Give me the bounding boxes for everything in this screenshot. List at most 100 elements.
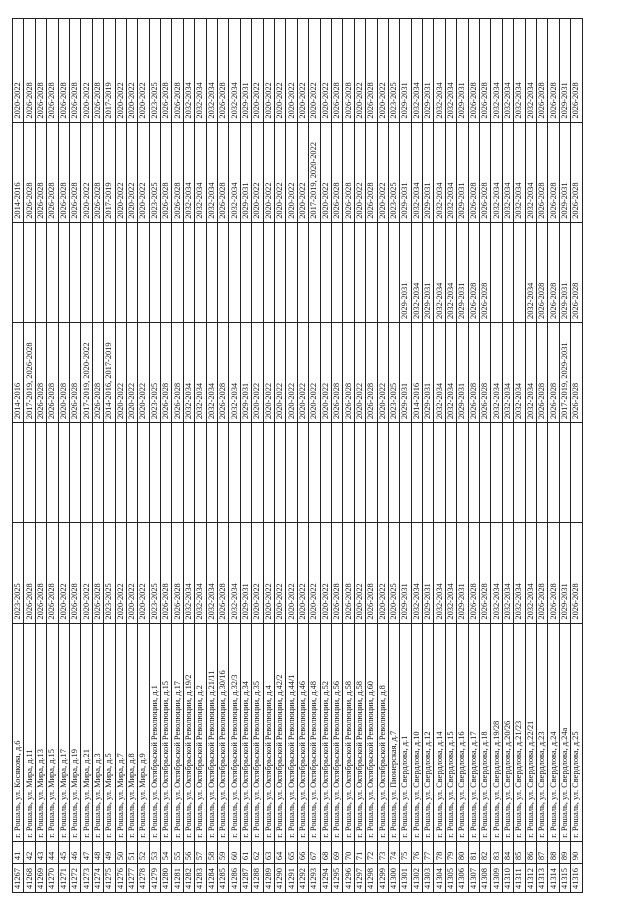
address-cell: г. Рошаль, ул. Октябрьской Революции, д.… xyxy=(228,623,241,842)
period-cell: 2032-2034 xyxy=(206,522,218,624)
period-cell: 2020-2022 xyxy=(297,122,309,223)
period-cell xyxy=(183,422,195,523)
address-cell: г. Рошаль, ул. Мира, д.15 xyxy=(46,623,59,842)
row-id-cell: 41285 xyxy=(217,863,229,893)
row-number-cell: 73 xyxy=(377,841,389,864)
address-cell: г. Рошаль, ул. Мира, д.11 xyxy=(23,623,36,842)
address-cell: г. Рошаль, ул. Октябрьской Революции, д.… xyxy=(274,623,286,842)
period-cell: 2020-2022 xyxy=(137,522,150,624)
period-cell: 2032-2034 xyxy=(490,18,503,123)
address-cell: г. Рошаль, ул. Свердлова, д.17 xyxy=(468,623,480,842)
address-cell: г. Рошаль, ул. Свердлова, д.22/21 xyxy=(525,623,537,842)
address-cell: г. Рошаль, ул. Октябрьской Революции, д.… xyxy=(354,623,366,842)
period-cell: 2026-2028 xyxy=(479,122,491,223)
period-cell: 2032-2034 xyxy=(513,18,526,123)
period-cell: 2026-2028 xyxy=(331,522,343,624)
period-cell xyxy=(354,222,366,323)
row-number-cell: 51 xyxy=(126,841,138,864)
period-cell: 2026-2028 xyxy=(536,122,548,223)
period-cell: 2026-2028 xyxy=(92,122,104,223)
period-cell xyxy=(490,422,503,523)
address-cell: г. Рошаль, ул. Свердлова, д.12 xyxy=(422,623,434,842)
row-id-cell: 41293 xyxy=(308,863,321,893)
period-cell xyxy=(342,422,355,523)
period-cell: 2020-2022 xyxy=(354,122,366,223)
address-cell: г. Рошаль, ул. Свердлова, д.15 xyxy=(445,623,457,842)
period-cell xyxy=(23,422,36,523)
period-cell: 2026-2028 xyxy=(217,522,229,624)
period-cell: 2026-2028 xyxy=(92,322,104,423)
row-number-cell: 59 xyxy=(217,841,229,864)
period-cell xyxy=(35,422,47,523)
row-id-cell: 41267 xyxy=(12,863,24,893)
period-cell: 2026-2028 xyxy=(69,322,81,423)
period-cell: 2032-2034 xyxy=(525,18,537,123)
row-number-cell: 55 xyxy=(171,841,184,864)
row-number-cell: 71 xyxy=(354,841,366,864)
period-cell: 2029-2031 xyxy=(240,122,252,223)
period-cell: 2026-2028 xyxy=(217,122,229,223)
period-cell xyxy=(183,222,195,323)
period-cell: 2020-2022 xyxy=(308,18,321,123)
address-cell: г. Рошаль, ул. Октябрьской Революции, д.… xyxy=(263,623,275,842)
period-cell: 2026-2028 xyxy=(536,522,548,624)
period-cell: 2029-2031 xyxy=(240,322,252,423)
row-number-cell: 76 xyxy=(411,841,423,864)
row-id-cell: 41286 xyxy=(228,863,241,893)
period-cell: 2032-2034 xyxy=(411,522,423,624)
period-cell xyxy=(433,422,446,523)
period-cell: 2026-2028 xyxy=(46,18,59,123)
period-cell xyxy=(502,222,514,323)
period-cell: 2020-2022 xyxy=(354,522,366,624)
row-id-cell: 41278 xyxy=(137,863,150,893)
period-cell: 2026-2028 xyxy=(365,18,377,123)
period-cell: 2026-2028 xyxy=(331,122,343,223)
period-cell: 2026-2028 xyxy=(160,18,172,123)
period-cell: 2029-2031 xyxy=(456,222,469,323)
period-cell: 2026-2028 xyxy=(35,322,47,423)
row-id-cell: 41305 xyxy=(445,863,457,893)
period-cell: 2026-2028 xyxy=(570,522,583,624)
period-cell xyxy=(228,422,241,523)
row-number-cell: 70 xyxy=(342,841,355,864)
row-number-cell: 53 xyxy=(149,841,161,864)
period-cell: 2032-2034 xyxy=(433,122,446,223)
period-cell: 2020-2022 xyxy=(377,122,389,223)
period-cell xyxy=(274,222,286,323)
period-cell: 2032-2034 xyxy=(228,122,241,223)
period-cell: 2032-2034 xyxy=(525,322,537,423)
period-cell xyxy=(206,222,218,323)
period-cell: 2020-2022 xyxy=(251,122,264,223)
period-cell: 2026-2028 xyxy=(536,18,548,123)
period-cell: 2023-2025 xyxy=(12,522,24,624)
period-cell: 2032-2034 xyxy=(183,122,195,223)
row-id-cell: 41276 xyxy=(115,863,127,893)
row-number-cell: 86 xyxy=(525,841,537,864)
period-cell xyxy=(69,422,81,523)
row-number-cell: 77 xyxy=(422,841,434,864)
period-cell: 2032-2034 xyxy=(513,522,526,624)
period-cell: 2020-2022 xyxy=(297,18,309,123)
period-cell xyxy=(217,422,229,523)
row-number-cell: 42 xyxy=(23,841,36,864)
address-cell: г. Рошаль, ул. Мира, д.19 xyxy=(69,623,81,842)
period-cell: 2017-2019, 2020-2022 xyxy=(80,322,93,423)
row-id-cell: 41292 xyxy=(297,863,309,893)
period-cell: 2029-2031 xyxy=(422,522,434,624)
period-cell: 2017-2019 xyxy=(103,122,116,223)
period-cell xyxy=(308,222,321,323)
period-cell: 2026-2028 xyxy=(365,522,377,624)
row-id-cell: 41297 xyxy=(354,863,366,893)
row-id-cell: 41309 xyxy=(490,863,503,893)
period-cell: 2020-2022 xyxy=(115,322,127,423)
